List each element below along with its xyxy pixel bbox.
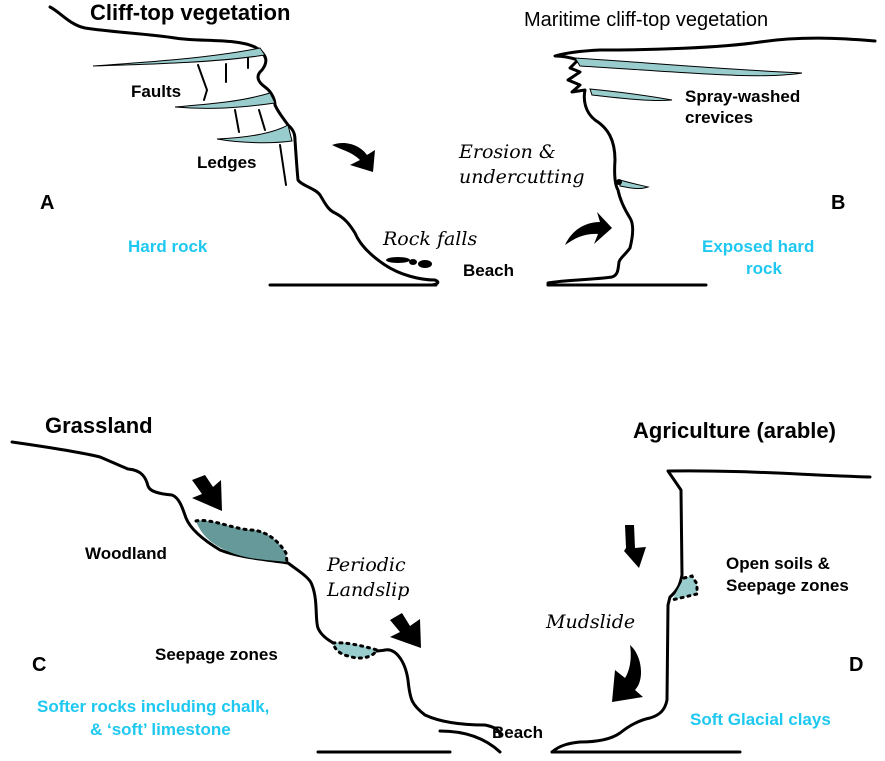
label-open-soils: Open soils &: [726, 554, 830, 573]
rock-fragment: [409, 259, 417, 265]
label-mudslide: Mudslide: [545, 611, 635, 633]
panel-title-b: Maritime cliff-top vegetation: [524, 9, 768, 31]
fault-line: [258, 109, 266, 131]
label-ledges: Ledges: [197, 153, 257, 172]
down-arrow-icon: [624, 525, 646, 568]
panel-letter-c: C: [32, 654, 46, 676]
cliff-profile-a: [48, 5, 440, 287]
rock-type-b-line2: rock: [746, 259, 782, 278]
label-seepage-c: Seepage zones: [155, 645, 278, 664]
curved-arrow-icon: [612, 645, 643, 702]
curved-arrow-icon: [332, 143, 375, 172]
panel-letter-a: A: [40, 192, 54, 214]
down-arrow-icon: [192, 475, 222, 511]
crevice-3: [619, 179, 650, 190]
seepage-dotted-border: [331, 641, 380, 660]
ledge-3: [216, 124, 293, 144]
rock-fragment: [386, 257, 410, 263]
panel-letter-b: B: [831, 192, 845, 214]
label-woodland: Woodland: [85, 544, 167, 563]
fault-line: [197, 64, 209, 101]
label-undercutting: undercutting: [459, 166, 585, 188]
rock-fragment: [418, 260, 432, 268]
rock-type-b-line1: Exposed hard: [702, 237, 814, 256]
label-erosion: Erosion &: [458, 141, 556, 163]
label-seepage-d: Seepage zones: [726, 576, 849, 595]
rock-type-c-line1: Softer rocks including chalk,: [37, 697, 269, 716]
panel-title-d: Agriculture (arable): [633, 418, 836, 443]
label-faults: Faults: [131, 82, 181, 101]
panel-b: Maritime cliff-top vegetation Spray-wash…: [458, 9, 877, 287]
crevice-point: [616, 179, 622, 185]
fault-line: [234, 109, 240, 133]
ledge-1: [92, 47, 266, 67]
label-periodic: Periodic: [326, 554, 406, 576]
seepage-area-d: [672, 576, 697, 600]
rock-type-a: Hard rock: [128, 237, 208, 256]
label-spray-washed: Spray-washed: [685, 87, 800, 106]
woodland-area: [196, 520, 287, 562]
panel-letter-d: D: [849, 654, 863, 676]
cliff-profile-c: [10, 440, 502, 737]
curved-arrow-icon: [565, 212, 612, 245]
ledge-2: [174, 92, 276, 109]
rock-type-d: Soft Glacial clays: [690, 710, 831, 729]
panel-d: Agriculture (arable) Open soils & Seepag…: [438, 418, 872, 754]
fault-line: [279, 144, 287, 186]
label-crevices: crevices: [685, 108, 753, 127]
cliff-profile-b: [546, 36, 877, 287]
panel-c: Grassland Woodland Periodic Landslip See…: [10, 413, 543, 754]
crevice-2: [589, 88, 673, 102]
seepage-dotted-border-d: [670, 574, 699, 602]
label-landslip: Landslip: [326, 579, 409, 601]
cliff-profile-d: [550, 469, 872, 754]
woodland-dotted-border: [194, 518, 289, 564]
beach-swash: [438, 729, 502, 754]
label-rock-falls: Rock falls: [382, 228, 477, 250]
label-beach-c: Beach: [492, 723, 543, 742]
crevice-1: [574, 57, 803, 77]
panel-a: Cliff-top vegetation Faults Ledges A Har…: [40, 0, 514, 287]
rock-type-c-line2: & ‘soft’ limestone: [90, 720, 231, 739]
panel-title-a: Cliff-top vegetation: [90, 0, 290, 25]
down-arrow-icon: [390, 613, 421, 648]
label-beach-a: Beach: [463, 261, 514, 280]
panel-title-c: Grassland: [45, 413, 153, 438]
seepage-area-c: [333, 642, 377, 658]
